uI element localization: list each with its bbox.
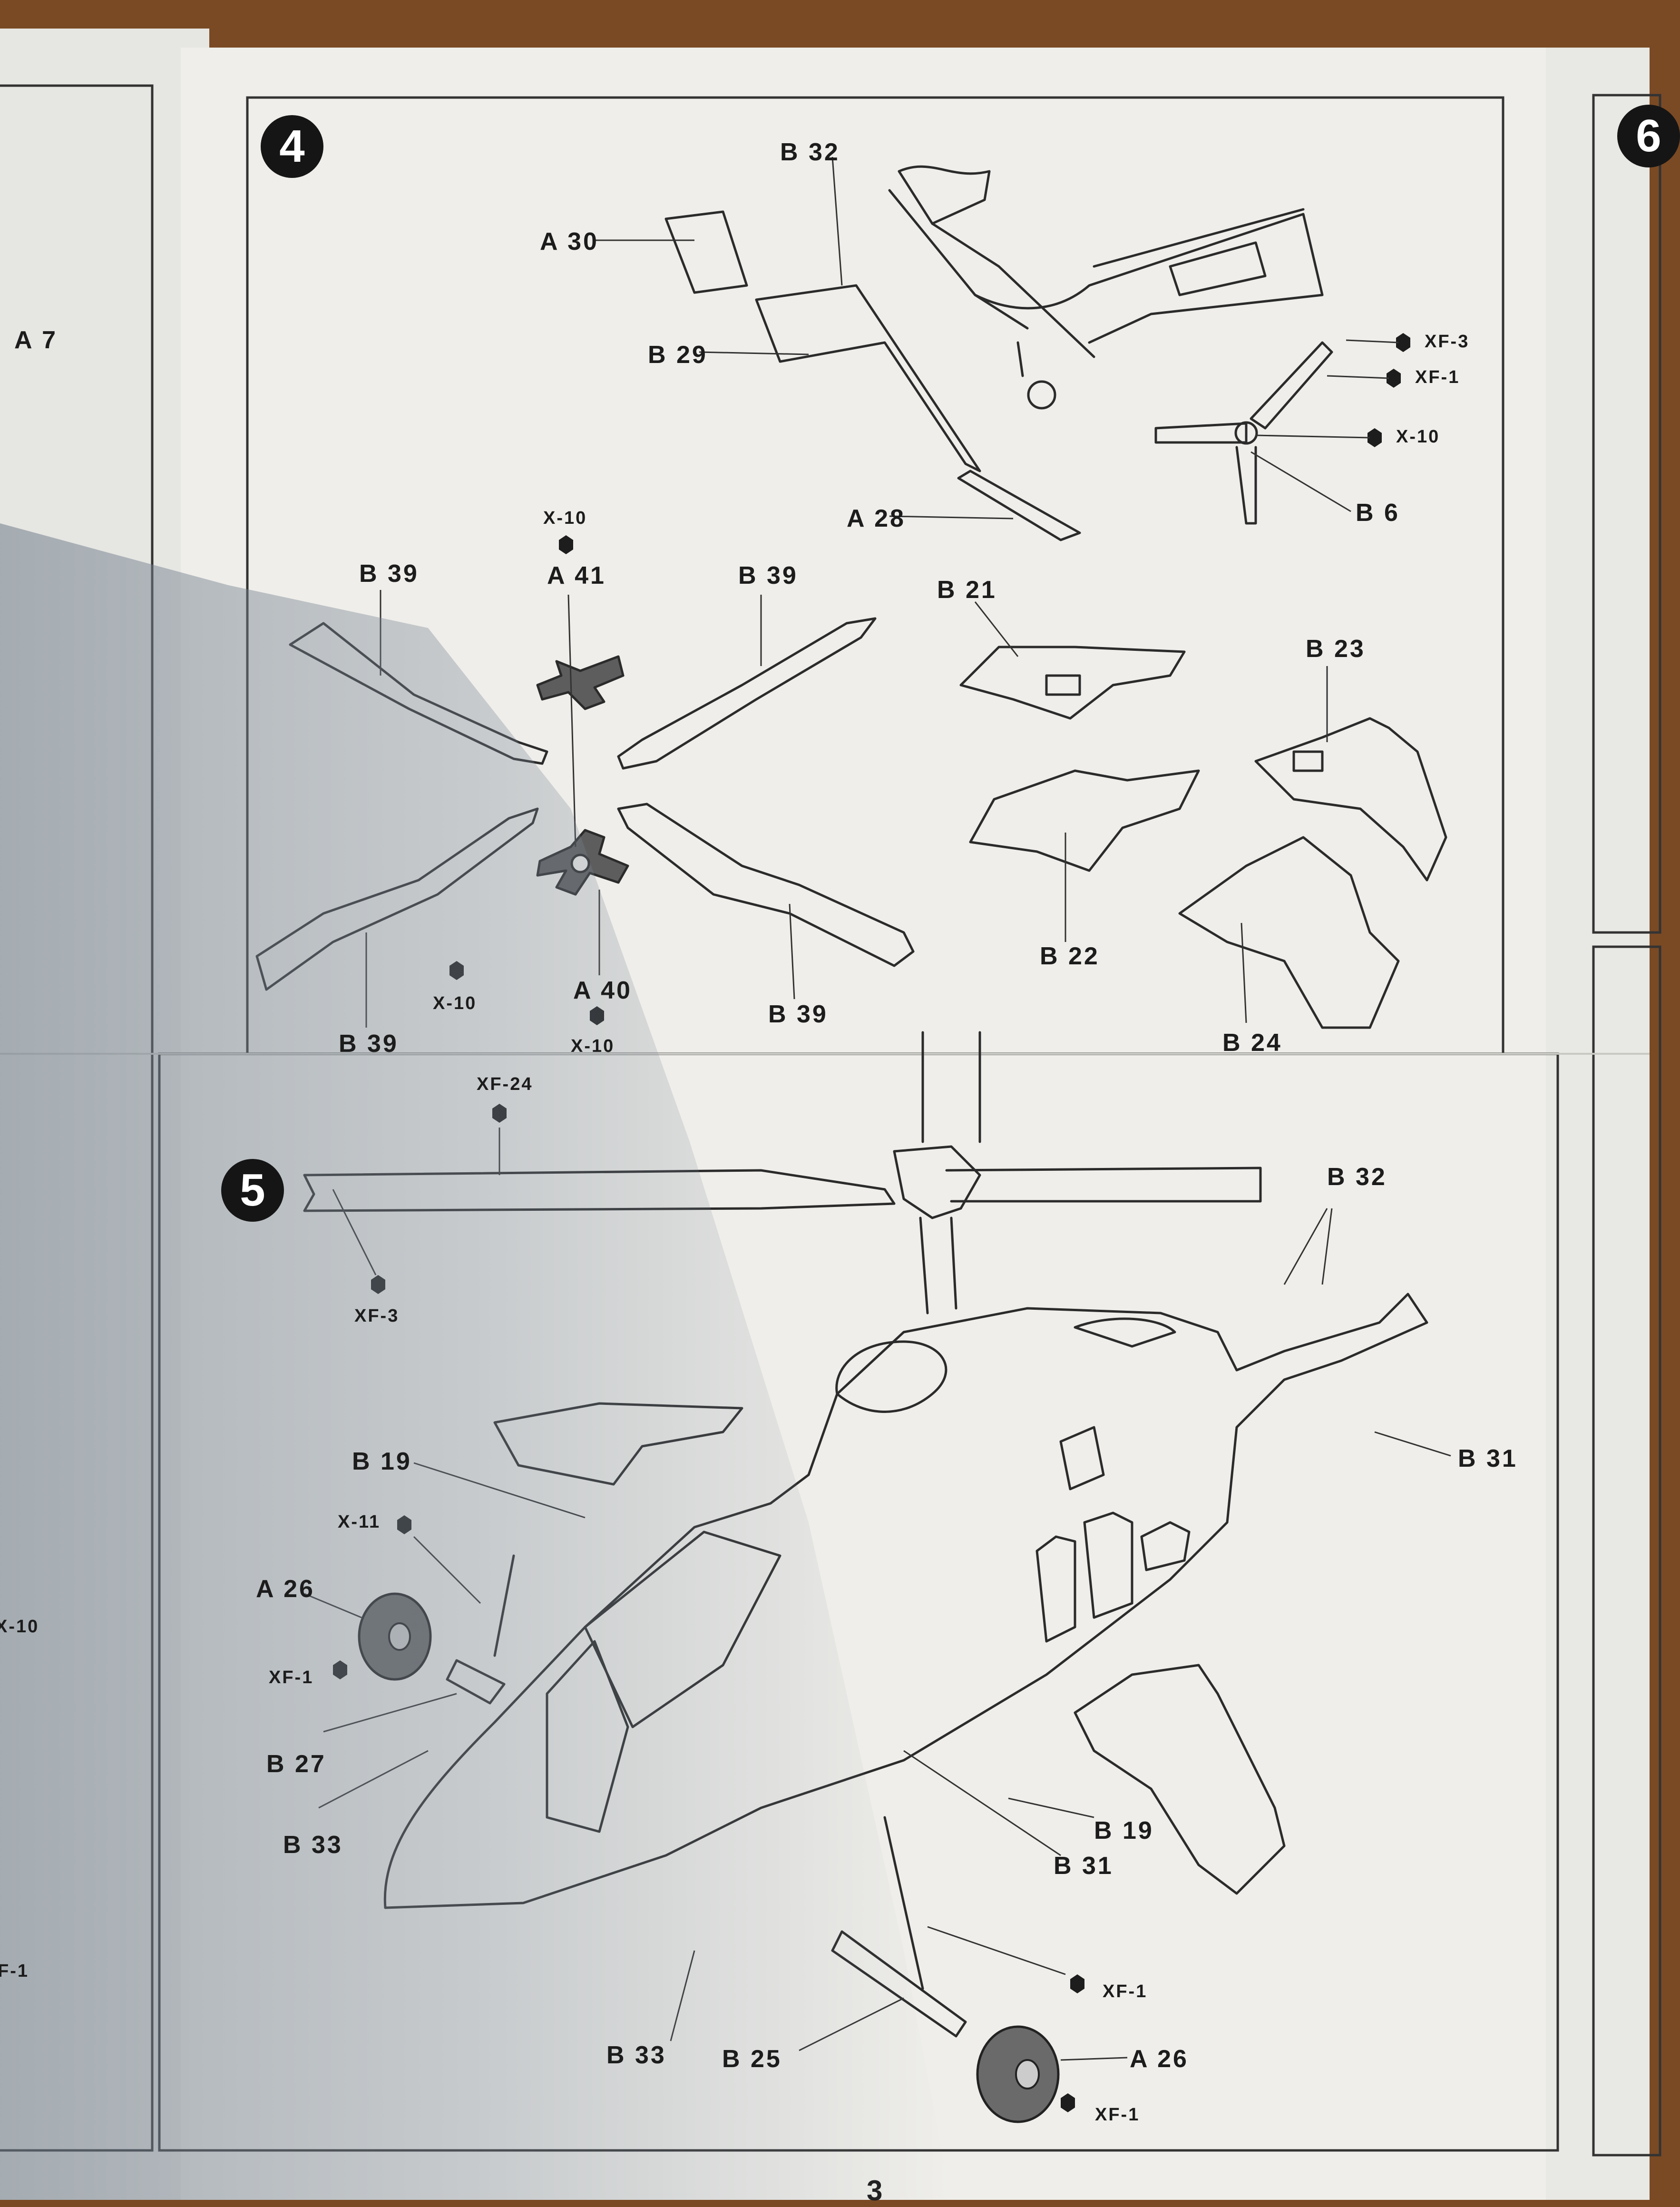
assembly-drawings — [0, 84, 1661, 2200]
part-b19-right-label: B 19 — [1094, 1817, 1154, 1844]
part-b23-label: B 23 — [1306, 635, 1366, 663]
part-x10-label-left: X-10 — [0, 1617, 39, 1637]
right-frame-top — [1592, 94, 1661, 934]
part-x10-bottom-label: X-10 — [571, 1036, 615, 1056]
part-b25-label: B 25 — [722, 2045, 782, 2073]
screw-x10-tail-icon — [1367, 428, 1382, 447]
part-b31-bottom-label: B 31 — [1054, 1852, 1113, 1880]
tail-rotor — [1154, 341, 1333, 525]
part-b39-bl-label: B 39 — [339, 1030, 399, 1058]
part-b6-label: B 6 — [1356, 499, 1400, 527]
part-b32-label: B 32 — [780, 138, 840, 166]
part-xf1-label: XF-1 — [1415, 367, 1460, 387]
part-x10-left-label: X-10 — [433, 993, 477, 1013]
part-x10-tail-label: X-10 — [1396, 427, 1440, 447]
screw-xf1-icon — [1387, 369, 1401, 388]
part-b19-left-label: B 19 — [352, 1448, 412, 1475]
instruction-sheet-photo: 4 5 6 A 7 X-10 F-1 B 32 A 30 B 29 A 28 X… — [0, 29, 1680, 2207]
screw-xf1-gear-icon — [1070, 1974, 1084, 1993]
part-a7-label: A 7 — [14, 326, 58, 354]
part-a26-left-label: A 26 — [256, 1575, 315, 1603]
part-b39-br-label: B 39 — [768, 1001, 828, 1028]
part-xf1-left-label: XF-1 — [269, 1668, 314, 1687]
part-a40-label: A 40 — [573, 977, 632, 1004]
step-4-badge: 4 — [261, 115, 323, 178]
screw-xf3-icon — [1396, 333, 1410, 352]
stub-wing-b22 — [969, 769, 1200, 872]
fairing-b23 — [1254, 717, 1447, 882]
part-xf1-wheel-label: XF-1 — [1095, 2105, 1140, 2125]
screw-x10-top-icon — [559, 535, 573, 554]
stub-wing-b21 — [959, 646, 1186, 720]
part-xf3-label: XF-3 — [1425, 332, 1470, 352]
step-6-badge: 6 — [1617, 105, 1680, 167]
screw-xf1-wheel-icon — [1061, 2093, 1075, 2112]
part-a30-label: A 30 — [540, 228, 599, 255]
part-b24-label: B 24 — [1222, 1029, 1282, 1057]
part-a26-right-label: A 26 — [1130, 2045, 1189, 2073]
part-b21-label: B 21 — [937, 576, 997, 604]
shadow — [0, 523, 951, 2200]
part-b22-label: B 22 — [1040, 942, 1100, 970]
part-a41-label: A 41 — [547, 562, 606, 589]
part-b39-tl-label: B 39 — [359, 560, 419, 588]
part-b27-label: B 27 — [266, 1750, 326, 1778]
part-x10-top-label: X-10 — [543, 508, 587, 528]
part-b33-bottom-label: B 33 — [606, 2041, 666, 2069]
part-xf3-s5-label: XF-3 — [354, 1306, 400, 1326]
part-b31-right-label: B 31 — [1458, 1445, 1518, 1472]
part-xf24-label: XF-24 — [477, 1074, 533, 1094]
part-b29-label: B 29 — [648, 341, 708, 369]
part-x11-label: X-11 — [338, 1512, 381, 1532]
part-a28-label: A 28 — [847, 505, 906, 532]
rotor-blade-b39-tr — [617, 617, 877, 770]
part-f1-label-left: F-1 — [0, 1961, 29, 1981]
part-b39-tr-label: B 39 — [738, 562, 798, 589]
page-number: 3 — [867, 2175, 883, 2207]
part-b32-s5-label: B 32 — [1327, 1163, 1387, 1191]
part-xf1-gear-label: XF-1 — [1103, 1981, 1148, 2001]
right-page — [1546, 48, 1650, 2200]
step-5-badge: 5 — [221, 1159, 284, 1222]
right-frame-bottom — [1592, 945, 1661, 2157]
part-b33-left-label: B 33 — [283, 1831, 343, 1859]
fairing-b24 — [1178, 836, 1400, 1029]
rotor-blade-b39-br — [617, 803, 915, 967]
rotor-hub-a41 — [536, 655, 625, 710]
tail-fin-assembly — [664, 165, 1324, 541]
